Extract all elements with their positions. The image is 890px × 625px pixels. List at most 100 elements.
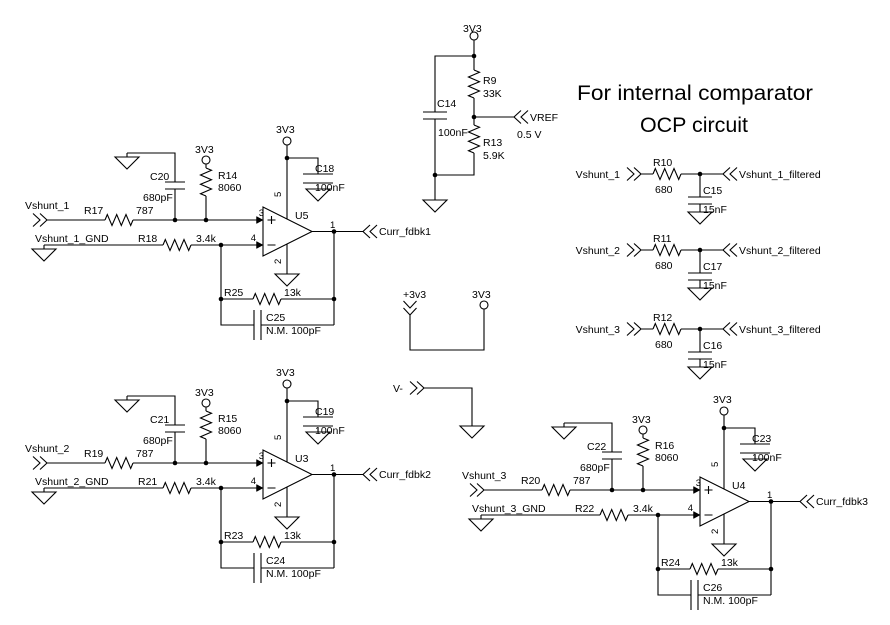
refdes-opamp: U4 — [732, 480, 746, 492]
title-block: For internal comparator OCP circuit — [577, 82, 813, 137]
title-line-1: For internal comparator — [577, 82, 813, 105]
p3v3-port-icon — [402, 300, 418, 316]
value-c-bypass: 100nF — [315, 182, 345, 194]
power-rail-label: 3V3 — [276, 124, 295, 136]
value-c-fb: N.M. 100pF — [703, 595, 758, 607]
rc-filter-2: Vshunt_2 R11 680 Vshunt_2_filtered C17 1… — [576, 233, 821, 300]
power-rail-label: 3V3 — [195, 387, 214, 399]
pin-number: 5 — [710, 462, 721, 467]
value-c-fb: N.M. 100pF — [266, 325, 321, 337]
refdes-r-gnd: R18 — [138, 233, 157, 245]
value-r-in: 787 — [136, 205, 154, 217]
value-c-bypass: 100nF — [315, 425, 345, 437]
net-label-output: Curr_fdbk3 — [816, 496, 868, 508]
refdes-c-in: C20 — [150, 171, 169, 183]
value-r-bias: 8060 — [655, 452, 679, 464]
refdes-opamp: U5 — [295, 210, 309, 222]
refdes-r-fb: R25 — [224, 287, 243, 299]
rc-filter-1: Vshunt_1 R10 680 Vshunt_1_filtered C15 1… — [576, 157, 821, 224]
ground-icon — [459, 421, 485, 439]
power-rail-label: 3V3 — [463, 23, 482, 35]
ground-icon — [422, 195, 448, 213]
power-rail-label: 3V3 — [195, 144, 214, 156]
net-label-input: Vshunt_3 — [576, 324, 621, 336]
pin-number: 3 — [696, 478, 701, 489]
value-r-top: 33K — [483, 88, 502, 100]
refdes-c-bypass: C19 — [315, 406, 334, 418]
pin-number: 4 — [251, 476, 256, 487]
pin-number: 3 — [259, 451, 264, 462]
refdes-r-in: R19 — [84, 448, 103, 460]
power-connections: +3v3 3V3 V- — [393, 289, 491, 439]
opamp-stage-u5-labels: Vshunt_1 Vshunt_1_GND R17 787 R18 3.4k C… — [25, 124, 431, 337]
value-r-fb: 13k — [721, 557, 739, 569]
value-c: 15nF — [703, 359, 727, 371]
value-c-in: 680pF — [143, 192, 173, 204]
refdes-c-bypass: C18 — [315, 163, 334, 175]
net-label-input: Vshunt_3 — [462, 470, 507, 482]
net-label-p3v3: +3v3 — [403, 289, 426, 301]
refdes-cap: C14 — [437, 98, 456, 110]
divider-top-resistor-icon — [467, 69, 481, 99]
value-r-bias: 8060 — [218, 182, 242, 194]
pin-number: 2 — [273, 259, 284, 264]
vminus-port-icon — [409, 380, 425, 396]
net-label-input-gnd: Vshunt_1_GND — [35, 233, 109, 245]
refdes-r-top: R9 — [483, 75, 497, 87]
opamp-stage-u3-labels: Vshunt_2 Vshunt_2_GND R19 787 R21 3.4k C… — [25, 367, 431, 580]
value-r-gnd: 3.4k — [196, 476, 217, 488]
refdes-r-bias: R14 — [218, 170, 237, 182]
wire — [409, 309, 485, 351]
refdes-r-in: R17 — [84, 205, 103, 217]
refdes-r-gnd: R21 — [138, 476, 157, 488]
net-label-output: Vshunt_2_filtered — [739, 245, 821, 257]
value-c: 15nF — [703, 204, 727, 216]
value-r: 680 — [655, 339, 673, 351]
pin-number: 2 — [710, 529, 721, 534]
opamp-stage-u4-labels: Vshunt_3 Vshunt_3_GND R20 787 R22 3.4k C… — [462, 394, 868, 607]
pin-number: 1 — [767, 490, 772, 501]
net-label-output: Vshunt_3_filtered — [739, 324, 821, 336]
value-c: 15nF — [703, 280, 727, 292]
net-label-output: Vshunt_1_filtered — [739, 169, 821, 181]
title-line-2: OCP circuit — [640, 114, 748, 137]
refdes-r: R10 — [653, 157, 672, 169]
refdes-c-in: C22 — [587, 441, 606, 453]
refdes-c-fb: C25 — [266, 312, 285, 324]
rc-filter-3: Vshunt_3 R12 680 Vshunt_3_filtered C16 1… — [576, 312, 821, 379]
power-rail-label: 3V3 — [472, 289, 491, 301]
pin-number: 4 — [251, 233, 256, 244]
pin-number: 4 — [688, 503, 693, 514]
net-label-input: Vshunt_1 — [576, 169, 621, 181]
net-label-input-gnd: Vshunt_3_GND — [472, 503, 546, 515]
divider-cap-icon — [423, 55, 474, 196]
value-r-fb: 13k — [284, 530, 302, 542]
junction-dot — [471, 114, 477, 120]
refdes-r-bias: R15 — [218, 413, 237, 425]
value-c-in: 680pF — [580, 462, 610, 474]
refdes-r-fb: R23 — [224, 530, 243, 542]
refdes-r: R12 — [653, 312, 672, 324]
vref-port-icon — [513, 109, 529, 125]
refdes-c-fb: C26 — [703, 582, 722, 594]
junction-dot — [471, 53, 477, 59]
vref-divider: 3V3 R9 33K C14 100nF R13 5.9K VREF 0.5 V — [422, 23, 558, 213]
refdes-c-in: C21 — [150, 414, 169, 426]
value-r: 680 — [655, 184, 673, 196]
vref-voltage-note: 0.5 V — [517, 129, 542, 141]
value-r-bias: 8060 — [218, 425, 242, 437]
refdes-r-in: R20 — [521, 475, 540, 487]
pin-number: 5 — [273, 435, 284, 440]
refdes-r-bottom: R13 — [483, 137, 502, 149]
net-label-input-gnd: Vshunt_2_GND — [35, 476, 109, 488]
pin-number: 2 — [273, 502, 284, 507]
power-rail-label: 3V3 — [713, 394, 732, 406]
pin-number: 5 — [273, 192, 284, 197]
junction-dot — [432, 172, 438, 178]
refdes-r: R11 — [653, 233, 672, 245]
wire — [424, 387, 473, 422]
value-r-fb: 13k — [284, 287, 302, 299]
net-label-input: Vshunt_2 — [25, 443, 70, 455]
